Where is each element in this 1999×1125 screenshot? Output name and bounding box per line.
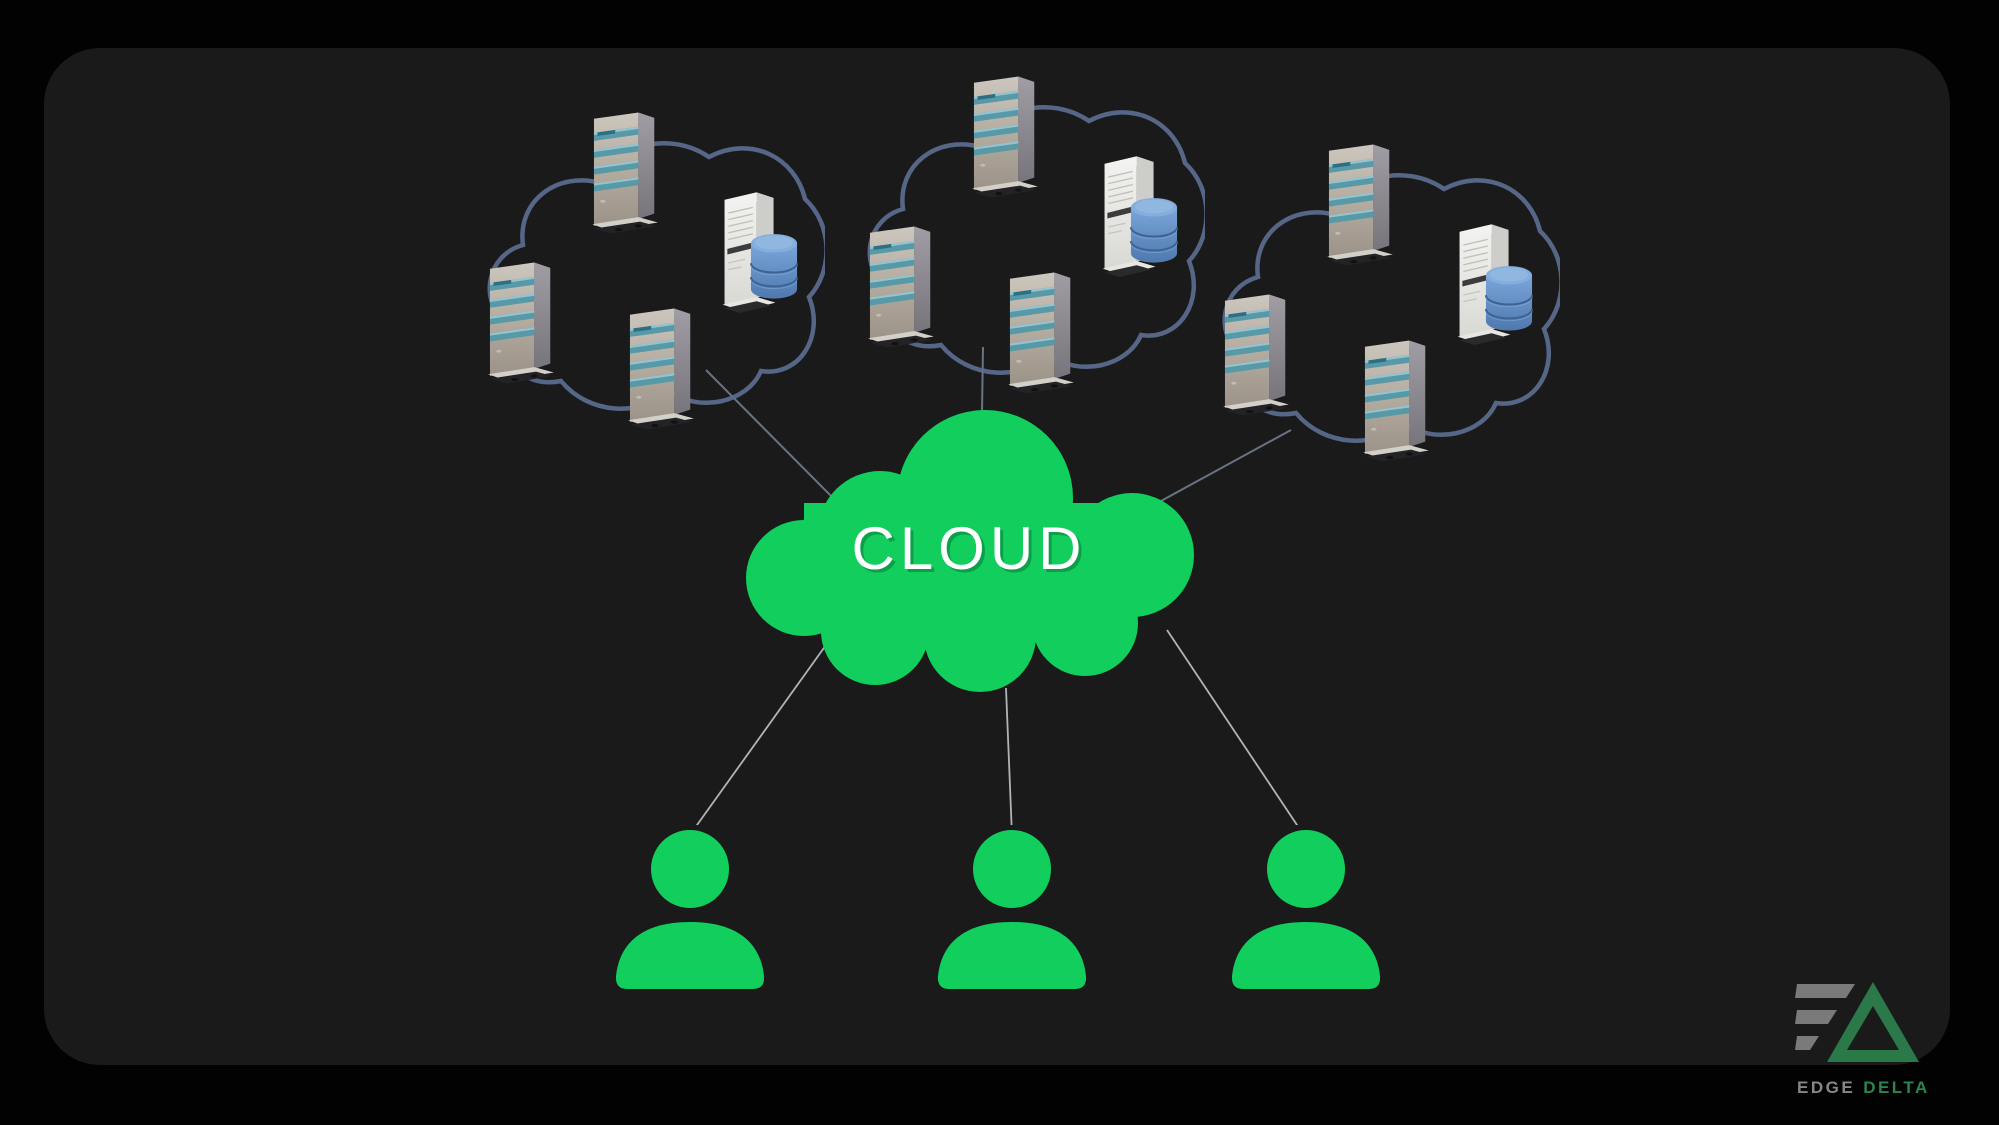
- logo-text-edge: EDGE: [1797, 1078, 1855, 1097]
- cloud-label-shadow: CLOUD: [854, 518, 1089, 585]
- line-cloud-to-user-middle: [1005, 687, 1013, 837]
- line-right-cluster-to-cloud: [1149, 429, 1292, 508]
- logo-bar: [1795, 984, 1855, 998]
- central-cloud: CLOUD CLOUD: [746, 410, 1194, 692]
- logo-text-delta: DELTA: [1863, 1078, 1930, 1097]
- cloud-to-user-lines: [691, 629, 1304, 837]
- logo-bar: [1795, 1036, 1819, 1050]
- cloud-center-fill: [804, 503, 1132, 631]
- logo-wordmark: EDGE DELTA: [1797, 1078, 1930, 1097]
- cloud-shape: [746, 410, 1194, 692]
- cluster-to-cloud-lines: [705, 346, 1292, 511]
- edge-delta-logo: EDGE DELTA: [1795, 982, 1930, 1097]
- line-cloud-to-user-left: [691, 644, 827, 833]
- line-cloud-to-user-right: [1166, 629, 1304, 835]
- logo-bar: [1795, 1010, 1837, 1024]
- logo-delta-triangle-icon: [1827, 982, 1919, 1062]
- connection-lines: [691, 346, 1304, 837]
- line-middle-cluster-to-cloud: [981, 346, 984, 413]
- logo-e-bars-icon: [1795, 984, 1855, 1050]
- cloud-label: CLOUD: [851, 515, 1086, 582]
- line-left-cluster-to-cloud: [705, 369, 846, 511]
